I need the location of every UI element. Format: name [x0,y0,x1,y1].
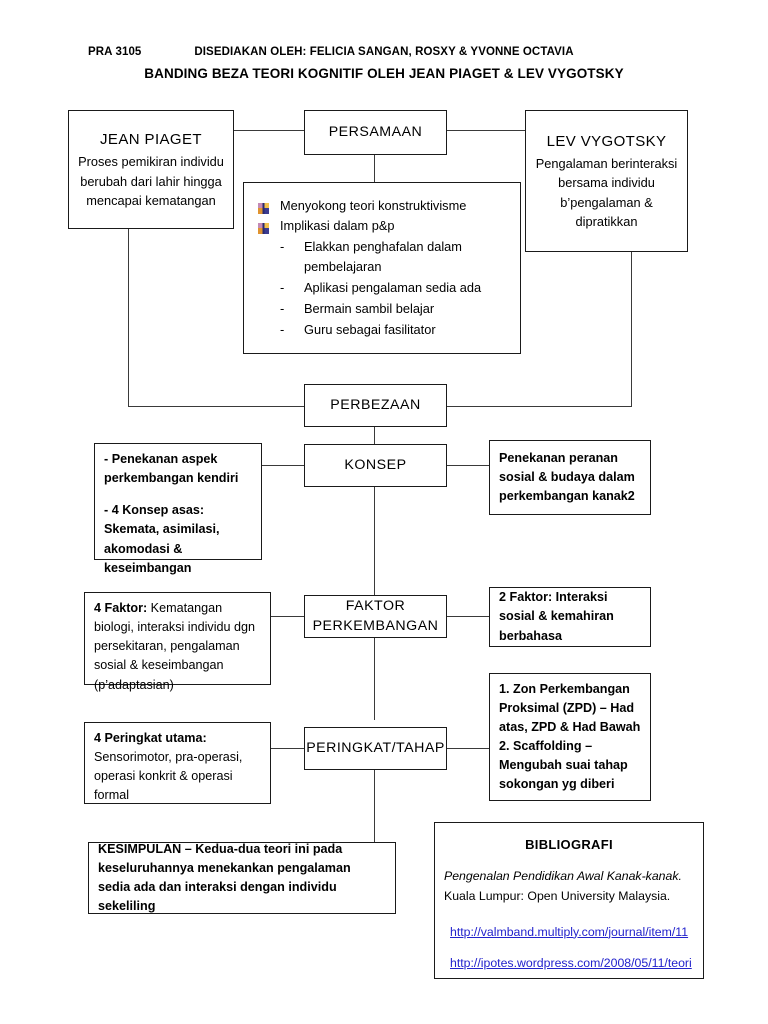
sub-item-text: Aplikasi pengalaman sedia ada [304,279,482,295]
faktor-piaget-text: 4 Faktor: Kematangan biologi, interaksi … [94,599,261,695]
list-item: - Elakkan penghafalan dalam pembelajaran [258,237,506,275]
peringkat-vygotsky-line-2: 2. Scaffolding – Mengubah suai tahap sok… [499,739,628,792]
peringkat-vygotsky-box[interactable]: 1. Zon Perkembangan Proksimal (ZPD) – Ha… [489,673,651,801]
persamaan-details-box[interactable]: Menyokong teori konstruktivisme Implikas… [243,182,521,354]
faktor-piaget-lead: 4 Faktor: [94,601,148,615]
peringkat-piaget-rest: Sensorimotor, pra-operasi, operasi konkr… [94,750,243,803]
faktor-vygotsky-text: 2 Faktor: Interaksi sosial & kemahiran b… [499,588,641,645]
list-item: Menyokong teori konstruktivisme [258,196,506,215]
connector-peringkat-left [271,748,304,749]
persamaan-sub-list: - Elakkan penghafalan dalam pembelajaran… [258,237,506,339]
perbezaan-label: PERBEZAAN [330,396,421,413]
connector-peringkat-kesimpulan [374,770,375,842]
node-konsep[interactable]: KONSEP [304,444,447,487]
sub-item-text: Elakkan penghafalan dalam pembelajaran [304,239,462,274]
connector-piaget-down [128,229,129,406]
konsep-label: KONSEP [344,456,407,473]
persamaan-bullet-list: Menyokong teori konstruktivisme Implikas… [258,196,506,235]
list-item: - Bermain sambil belajar [258,299,506,318]
kesimpulan-text: KESIMPULAN – Kedua-dua teori ini pada ke… [98,841,351,914]
connector-faktor-peringkat [374,638,375,720]
connector-faktor-left [271,616,304,617]
dash-marker: - [280,300,285,316]
peringkat-piaget-box[interactable]: 4 Peringkat utama: Sensorimotor, pra-ope… [84,722,271,804]
persamaan-label: PERSAMAAN [328,123,423,140]
peringkat-vygotsky-line-1: 1. Zon Perkembangan Proksimal (ZPD) – Ha… [499,681,641,734]
connector-faktor-right [447,616,489,617]
piaget-body: Proses pemikiran individu berubah dari l… [78,154,224,208]
kesimpulan-box[interactable]: KESIMPULAN – Kedua-dua teori ini pada ke… [88,842,396,914]
vygotsky-body: Pengalaman berinteraksi bersama individu… [535,156,678,229]
konsep-piaget-line-2: - 4 Konsep asas: Skemata, asimilasi, ako… [104,503,220,575]
bullet-text: Implikasi dalam p&p [280,218,395,234]
connector-konsep-right [447,465,489,466]
node-perbezaan[interactable]: PERBEZAAN [304,384,447,427]
peringkat-piaget-text: 4 Peringkat utama: Sensorimotor, pra-ope… [94,729,261,806]
connector-konsep-left [262,465,304,466]
dash-marker: - [280,279,285,295]
node-peringkat-tahap[interactable]: PERINGKAT/TAHAP [304,727,447,770]
connector-vygotsky-rail [447,406,632,407]
connector-persamaan-details [374,155,375,182]
faktor-vygotsky-box[interactable]: 2 Faktor: Interaksi sosial & kemahiran b… [489,587,651,647]
list-item: - Guru sebagai fasilitator [258,320,506,339]
bibliografi-box[interactable]: BIBLIOGRAFI Pengenalan Pendidikan Awal K… [434,822,704,979]
vygotsky-title: LEV VYGOTSKY [546,132,667,150]
page-title: BANDING BEZA TEORI KOGNITIF OLEH JEAN PI… [144,66,624,81]
piaget-title: JEAN PIAGET [100,131,202,149]
arrow-bullet-icon [258,200,269,214]
faktor-vygotsky-rest: Interaksi sosial & kemahiran berbahasa [499,590,614,643]
dash-marker: - [280,239,285,255]
connector-vygotsky-down [631,252,632,406]
faktor-vygotsky-lead: 2 Faktor: [499,590,553,605]
node-faktor-perkembangan[interactable]: FAKTOR PERKEMBANGAN [304,595,447,638]
sub-item-text: Bermain sambil belajar [304,300,435,316]
node-lev-vygotsky[interactable]: LEV VYGOTSKY Pengalaman berinteraksi ber… [525,110,688,252]
faktor-piaget-box[interactable]: 4 Faktor: Kematangan biologi, interaksi … [84,592,271,692]
sub-item-text: Guru sebagai fasilitator [304,322,436,338]
connector-perbezaan-konsep [374,427,375,444]
list-item: - Aplikasi pengalaman sedia ada [258,278,506,297]
faktor-piaget-rest: Kematangan biologi, interaksi individu d… [94,601,256,692]
bibliografi-title: BIBLIOGRAFI [525,837,613,852]
konsep-vygotsky-text: Penekanan peranan sosial & budaya dalam … [499,450,635,504]
connector-persamaan-vygotsky [447,130,525,131]
connector-piaget-persamaan [234,130,304,131]
header-line-1: PRA 3105 DISEDIAKAN OLEH: FELICIA SANGAN… [0,46,768,58]
course-code: PRA 3105 [88,46,142,58]
konsep-piaget-line-1: - Penekanan aspek perkembangan kendiri [104,452,239,486]
konsep-piaget-box[interactable]: - Penekanan aspek perkembangan kendiri -… [94,443,262,575]
dash-marker: - [280,322,285,338]
peringkat-label: PERINGKAT/TAHAP [306,739,445,756]
konsep-vygotsky-box[interactable]: Penekanan peranan sosial & budaya dalam … [489,440,651,515]
connector-konsep-faktor [374,487,375,595]
node-jean-piaget[interactable]: JEAN PIAGET Proses pemikiran individu be… [68,110,234,229]
bullet-text: Menyokong teori konstruktivisme [280,198,467,213]
connector-piaget-rail [128,406,304,407]
connector-peringkat-right [447,748,489,749]
peringkat-piaget-lead: 4 Peringkat utama: [94,731,207,745]
list-item: Implikasi dalam p&p [258,216,506,235]
bibliografi-reference: Pengenalan Pendidikan Awal Kanak-kanak. … [444,867,694,905]
bibliografi-link-2[interactable]: http://ipotes.wordpress.com/2008/05/11/t… [450,956,692,970]
faktor-label: FAKTOR PERKEMBANGAN [312,598,439,634]
bibliografi-link-1[interactable]: http://valmband.multiply.com/journal/ite… [450,924,689,939]
arrow-bullet-icon [258,220,269,235]
bibliografi-reference-rest: Kuala Lumpur: Open University Malaysia. [444,888,671,903]
node-persamaan[interactable]: PERSAMAAN [304,110,447,155]
bibliografi-reference-italic: Pengenalan Pendidikan Awal Kanak-kanak. [444,869,682,884]
prepared-by: DISEDIAKAN OLEH: FELICIA SANGAN, ROSXY &… [194,46,574,58]
